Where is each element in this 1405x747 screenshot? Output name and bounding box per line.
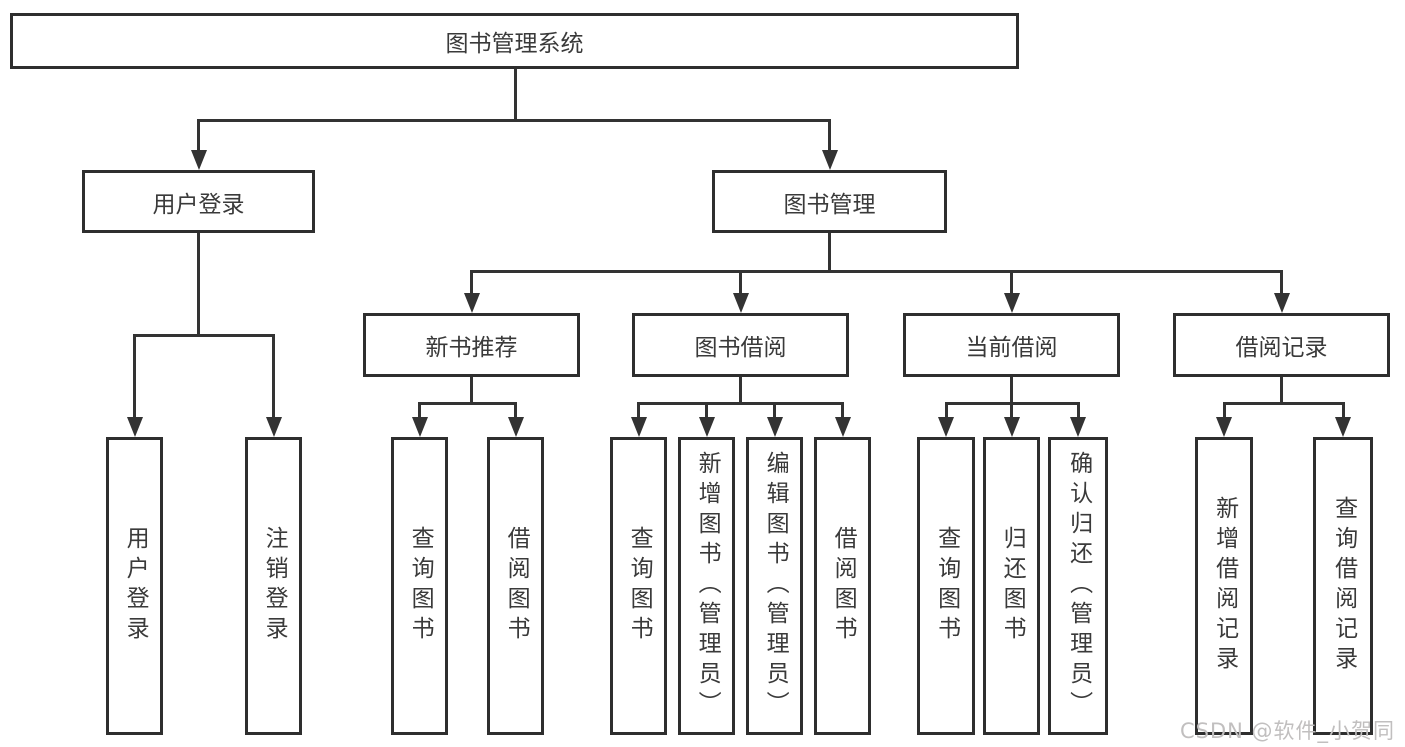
node-label: 查询图书 bbox=[626, 526, 653, 646]
connector-line bbox=[828, 119, 831, 153]
connector-line bbox=[739, 377, 742, 404]
node-label: 用户登录 bbox=[152, 191, 245, 218]
node-label: 借阅图书 bbox=[830, 526, 857, 646]
connector-line bbox=[470, 377, 473, 404]
arrowhead bbox=[821, 150, 838, 170]
node-label: 新增图书（管理员） bbox=[694, 451, 721, 721]
node-borrowing-records: 借阅记录 bbox=[1173, 313, 1390, 377]
connector-line bbox=[470, 270, 473, 295]
node-book-borrowing: 图书借阅 bbox=[632, 313, 849, 377]
connector-line bbox=[1341, 402, 1345, 419]
node-add-book-admin: 新增图书（管理员） bbox=[678, 437, 735, 735]
arrowhead bbox=[1003, 293, 1020, 313]
node-label: 当前借阅 bbox=[965, 335, 1058, 361]
node-label: 图书借阅 bbox=[694, 335, 787, 361]
node-label: 图书管理系统 bbox=[445, 31, 584, 57]
node-label: 借阅记录 bbox=[1235, 335, 1328, 361]
connector-line bbox=[272, 334, 275, 419]
connector-line bbox=[197, 119, 831, 122]
connector-line bbox=[513, 69, 517, 121]
arrowhead bbox=[630, 417, 647, 437]
connector-line bbox=[1010, 270, 1013, 295]
arrowhead bbox=[1003, 417, 1020, 437]
connector-line bbox=[739, 270, 742, 295]
node-label: 新书推荐 bbox=[425, 335, 518, 361]
connector-line bbox=[828, 233, 831, 272]
node-label: 查询图书 bbox=[933, 526, 960, 646]
node-new-book-recommendation: 新书推荐 bbox=[363, 313, 580, 377]
connector-line bbox=[197, 119, 200, 153]
arrowhead bbox=[190, 150, 207, 170]
node-query-books-current: 查询图书 bbox=[917, 437, 975, 735]
arrowhead bbox=[411, 417, 428, 437]
arrowhead bbox=[507, 417, 524, 437]
node-logout: 注销登录 bbox=[245, 437, 302, 735]
node-label: 借阅图书 bbox=[503, 526, 530, 646]
csdn-watermark: CSDN @软件_小贺同学 bbox=[1180, 719, 1396, 743]
connector-line bbox=[1010, 402, 1013, 419]
node-book-management: 图书管理 bbox=[712, 170, 947, 233]
node-current-borrowing: 当前借阅 bbox=[903, 313, 1120, 377]
connector-line bbox=[1222, 402, 1344, 405]
node-library-system: 图书管理系统 bbox=[10, 13, 1019, 69]
connector-line bbox=[197, 233, 200, 336]
node-label: 归还图书 bbox=[999, 526, 1026, 646]
node-confirm-return-admin: 确认归还（管理员） bbox=[1048, 437, 1108, 735]
connector-line bbox=[637, 402, 844, 405]
node-query-books-borrowing: 查询图书 bbox=[610, 437, 667, 735]
arrowhead bbox=[834, 417, 851, 437]
arrowhead bbox=[732, 293, 749, 313]
node-label: 新增借阅记录 bbox=[1211, 496, 1238, 676]
node-borrow-books-recommend: 借阅图书 bbox=[487, 437, 544, 735]
arrowhead bbox=[938, 417, 954, 437]
connector-line bbox=[637, 402, 640, 419]
connector-line bbox=[1280, 377, 1283, 404]
node-label: 查询借阅记录 bbox=[1330, 496, 1357, 676]
connector-line bbox=[470, 270, 1283, 273]
connector-line bbox=[133, 334, 275, 337]
connector-line bbox=[773, 402, 776, 419]
node-edit-book-admin: 编辑图书（管理员） bbox=[746, 437, 803, 735]
connector-line bbox=[1076, 402, 1080, 419]
arrowhead bbox=[1216, 417, 1232, 437]
node-query-borrow-record: 查询借阅记录 bbox=[1313, 437, 1373, 735]
connector-line bbox=[705, 402, 708, 419]
node-label: 图书管理 bbox=[783, 191, 876, 218]
node-label: 编辑图书（管理员） bbox=[762, 451, 789, 721]
arrowhead bbox=[126, 417, 143, 437]
connector-line bbox=[841, 402, 844, 419]
connector-line bbox=[418, 402, 421, 419]
node-label: 注销登录 bbox=[261, 526, 288, 646]
arrowhead bbox=[698, 417, 715, 437]
connector-line bbox=[1222, 402, 1226, 419]
node-borrow-books-borrowing: 借阅图书 bbox=[814, 437, 871, 735]
node-user-login: 用户登录 bbox=[82, 170, 315, 233]
node-query-books-recommend: 查询图书 bbox=[391, 437, 448, 735]
node-add-borrow-record: 新增借阅记录 bbox=[1195, 437, 1253, 735]
node-label: 查询图书 bbox=[407, 526, 434, 646]
connector-line bbox=[944, 402, 948, 419]
arrowhead bbox=[1273, 293, 1290, 313]
connector-line bbox=[1280, 270, 1283, 295]
arrowhead bbox=[1335, 417, 1351, 437]
connector-line bbox=[133, 334, 136, 419]
connector-line bbox=[1010, 377, 1013, 404]
arrowhead bbox=[265, 417, 282, 437]
connector-line bbox=[514, 402, 517, 419]
connector-line bbox=[418, 402, 517, 405]
arrowhead bbox=[463, 293, 480, 313]
node-label: 用户登录 bbox=[122, 526, 149, 646]
node-user-login-leaf: 用户登录 bbox=[106, 437, 163, 735]
node-label: 确认归还（管理员） bbox=[1065, 451, 1092, 721]
arrowhead bbox=[766, 417, 783, 437]
node-return-books: 归还图书 bbox=[983, 437, 1040, 735]
arrowhead bbox=[1070, 417, 1086, 437]
